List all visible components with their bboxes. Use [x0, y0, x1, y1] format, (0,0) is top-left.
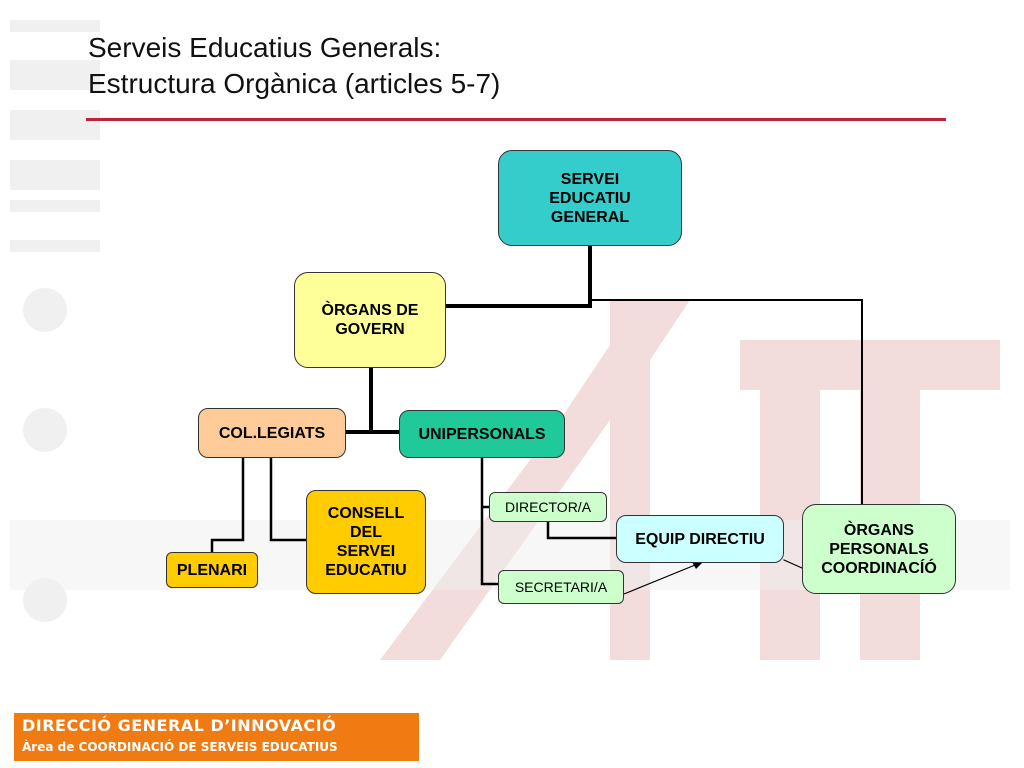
node-col-legiats: COL.LEGIATS — [198, 408, 346, 458]
connector-govern-children — [344, 366, 401, 434]
node-organs-personals-coordinacio: ÒRGANS PERSONALS COORDINACÍÓ — [802, 504, 956, 594]
node-consell-del-servei-educatiu: CONSELL DEL SERVEI EDUCATIU — [306, 490, 426, 594]
title-line-1: Serveis Educatius Generals: — [88, 32, 442, 63]
node-secretari: SECRETARI/A — [498, 570, 624, 604]
footer-banner: DIRECCIÓ GENERAL D’INNOVACIÓ Àrea de COO… — [14, 713, 419, 761]
connector-servei-coordinacio — [592, 299, 863, 505]
title-line-2: Estructura Orgànica (articles 5-7) — [88, 68, 501, 99]
arrowhead-secretari-equip — [692, 561, 704, 569]
node-director: DIRECTOR/A — [489, 492, 607, 522]
node-organs-de-govern: ÒRGANS DE GOVERN — [294, 272, 446, 368]
node-servei-educatiu-general: SERVEI EDUCATIU GENERAL — [498, 150, 682, 246]
title-rule — [86, 118, 946, 121]
connector-coordinacio-equip — [783, 559, 803, 569]
footer-title: DIRECCIÓ GENERAL D’INNOVACIÓ — [22, 716, 337, 735]
connector-colegiats-consell — [269, 456, 308, 542]
connector-unipersonals-children — [480, 456, 500, 586]
node-plenari: PLENARI — [166, 552, 258, 588]
node-unipersonals: UNIPERSONALS — [399, 410, 565, 458]
connector-director-equip — [546, 520, 618, 540]
connector-colegiats-plenari — [210, 456, 245, 554]
connector-servei-govern — [444, 244, 592, 308]
footer-subtitle: Àrea de COORDINACIÓ DE SERVEIS EDUCATIUS — [22, 740, 338, 754]
node-equip-directiu: EQUIP DIRECTIU — [616, 515, 784, 563]
page-title: Serveis Educatius Generals: Estructura O… — [88, 30, 500, 102]
connector-secretari-equip — [623, 562, 701, 595]
